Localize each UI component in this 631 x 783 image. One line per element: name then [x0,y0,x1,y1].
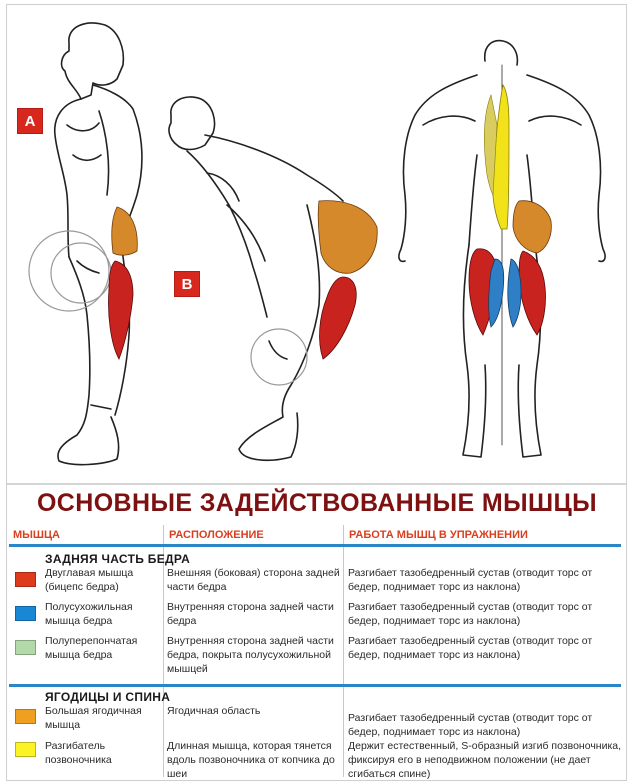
color-swatch-biceps-femoris [15,572,36,587]
muscle-name: Полусухожильная мышца бедра [45,601,133,627]
figure-a-standing [28,22,143,466]
badge-b: B [174,271,200,297]
muscle-function: Разгибает тазобедренный сустав (отводит … [348,712,593,738]
color-swatch-erector-spinae [15,742,36,757]
muscle-location: Внутренняя сторона задней части бедра [167,601,334,627]
muscle-name: Полуперепончатая мышца бедра [45,635,138,661]
column-header-location: РАСПОЛОЖЕНИЕ [169,529,264,541]
column-header-function: РАБОТА МЫШЦ В УПРАЖНЕНИИ [349,529,528,541]
infographic-frame: A B ОСНОВНЫЕ ЗАДЕЙСТВОВАННЫЕ МЫШЦЫ МЫШЦА… [6,4,627,781]
muscle-function: Разгибает тазобедренный сустав (отводит … [348,601,593,627]
color-swatch-gluteus-maximus [15,709,36,724]
muscle-location: Длинная мышца, которая тянется вдоль поз… [167,740,335,780]
figure-b-bent [168,96,344,462]
badge-a: A [17,108,43,134]
column-divider [163,525,164,777]
muscle-location: Внутренняя сторона задней части бедра, п… [167,635,334,675]
group-heading-hamstrings: ЗАДНЯЯ ЧАСТЬ БЕДРА [45,552,191,566]
muscle-name: Разгибатель позвоночника [45,740,112,766]
column-divider [343,525,344,777]
muscle-location: Внешняя (боковая) сторона задней части б… [167,567,340,593]
group-heading-glutes-back: ЯГОДИЦЫ И СПИНА [45,690,171,704]
muscle-location: Ягодичная область [167,705,261,717]
muscle-name: Большая ягодичная мышца [45,705,142,731]
muscle-function: Разгибает тазобедренный сустав (отводит … [348,635,593,661]
illustration-panel: A B [7,5,626,485]
deadlift-figures-illustration [28,22,606,466]
column-header-muscle: МЫШЦА [13,529,60,541]
muscle-name: Двуглавая мышца (бицепс бедра) [45,567,134,593]
color-swatch-semimembranosus [15,640,36,655]
page-title: ОСНОВНЫЕ ЗАДЕЙСТВОВАННЫЕ МЫШЦЫ [36,489,598,517]
muscle-function: Держит естественный, S-образный изгиб по… [348,740,622,780]
figure-c-back [398,39,606,458]
section-divider [9,684,621,687]
color-swatch-semitendinosus [15,606,36,621]
muscle-function: Разгибает тазобедренный сустав (отводит … [348,567,593,593]
section-divider [9,544,621,547]
highlighted-muscles [108,83,552,360]
